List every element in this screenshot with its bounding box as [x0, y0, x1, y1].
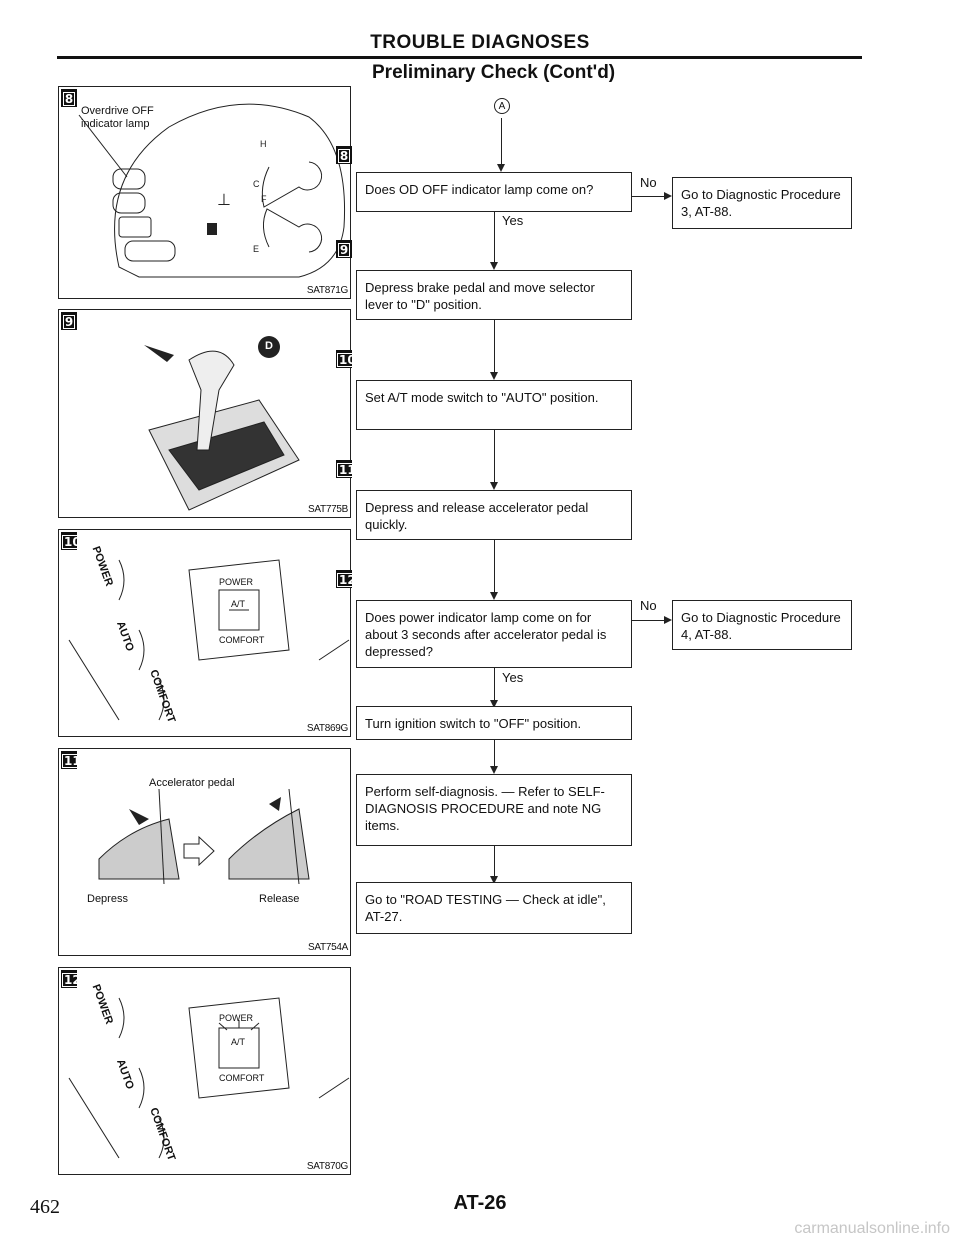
flow-connector [494, 846, 495, 876]
no-target-2: Go to Diagnostic Procedure 4, AT-88. [672, 600, 852, 650]
switch-at-label: A/T [231, 599, 246, 609]
flow-arrow-down [490, 876, 498, 884]
flow-connector [494, 430, 495, 482]
switch-power-label: POWER [219, 577, 254, 587]
yes-label: Yes [502, 213, 524, 228]
svg-text:H: H [260, 139, 267, 149]
figure-code: SAT754A [308, 942, 348, 953]
depress-label: Depress [87, 893, 128, 905]
svg-text:C: C [253, 179, 260, 189]
illustration-panel-8: ⊥ H C F E 8 Overdrive OFF indicator lamp… [58, 86, 351, 299]
figure-code: SAT870G [306, 1161, 348, 1172]
no-label: No [640, 598, 657, 613]
switch-power-label: POWER [219, 1013, 254, 1023]
accelerator-pedal-label: Accelerator pedal [149, 777, 235, 789]
flow-step-11-badge: 11 [336, 460, 358, 478]
svg-text:⊥: ⊥ [217, 190, 231, 209]
drive-position-label: D [265, 340, 273, 352]
flow-step-10: Set A/T mode switch to "AUTO" position. [356, 380, 632, 430]
svg-text:F: F [261, 194, 267, 204]
step-10-badge: 10 [61, 532, 83, 550]
step-12-badge: 12 [61, 970, 83, 988]
accelerator-pedal-illustration [98, 788, 310, 885]
section-page-number: AT-26 [453, 1192, 507, 1214]
switch-comfort-label: COMFORT [219, 635, 265, 645]
page-title: TROUBLE DIAGNOSES [370, 32, 590, 53]
flow-connector [494, 212, 495, 262]
yes-label: Yes [502, 670, 524, 685]
figure-code: SAT869G [306, 723, 348, 734]
flow-connector [501, 118, 502, 164]
svg-text:E: E [253, 244, 259, 254]
switch-comfort-label: COMFORT [219, 1073, 265, 1083]
flow-step-9-badge: 9 [336, 240, 352, 258]
figure-code: SAT871G [306, 285, 348, 296]
flow-connector [494, 668, 495, 700]
flow-step-11: Depress and release accelerator pedal qu… [356, 490, 632, 540]
flow-connector [494, 740, 495, 766]
step-11-badge: 11 [61, 751, 83, 769]
step-9-badge: 9 [61, 312, 77, 330]
flow-connector [632, 196, 666, 197]
connector-a-symbol: A [494, 98, 510, 114]
flow-arrow-down [490, 592, 498, 600]
page-subtitle: Preliminary Check (Cont'd) [372, 62, 616, 83]
mode-switch-illustration [68, 559, 350, 721]
step-8-badge: 8 [61, 89, 77, 107]
selector-lever-illustration [144, 336, 300, 511]
switch-at-label: A/T [231, 1037, 246, 1047]
title-rule [57, 56, 862, 59]
no-target-1: Go to Diagnostic Procedure 3, AT-88. [672, 177, 852, 229]
illustration-panel-12: 12 POWER AUTO COMFORT POWER A/T COMFORT … [58, 967, 351, 1175]
flow-arrow-right [664, 192, 672, 200]
flow-arrow-down [497, 164, 505, 172]
flow-step-road-testing: Go to "ROAD TESTING — Check at idle", AT… [356, 882, 632, 934]
flow-connector [632, 620, 666, 621]
flow-arrow-down [490, 766, 498, 774]
flow-arrow-down [490, 482, 498, 490]
overdrive-off-label: Overdrive OFF [81, 105, 154, 117]
flow-connector [494, 540, 495, 592]
figure-code: SAT775B [308, 504, 348, 515]
flow-arrow-down [490, 372, 498, 380]
flow-step-self-diagnosis: Perform self-diagnosis. — Refer to SELF-… [356, 774, 632, 846]
flow-arrow-down [490, 700, 498, 708]
book-page-number: 462 [30, 1196, 60, 1218]
illustration-panel-9: 9 D SAT775B [58, 309, 351, 518]
flow-step-12-badge: 12 [336, 570, 358, 588]
power-indicator-illustration [68, 997, 350, 1159]
flow-step-8-badge: 8 [336, 146, 352, 164]
flow-step-10-badge: 10 [336, 350, 358, 368]
watermark: carmanualsonline.info [794, 1220, 950, 1237]
flow-step-ignition-off: Turn ignition switch to "OFF" position. [356, 706, 632, 740]
flow-step-8: Does OD OFF indicator lamp come on? [356, 172, 632, 212]
illustration-panel-10: 10 POWER AUTO COMFORT POWER A/T COMFORT … [58, 529, 351, 737]
flow-step-12: Does power indicator lamp come on for ab… [356, 600, 632, 668]
flow-connector [494, 320, 495, 372]
release-label: Release [259, 893, 300, 905]
flow-step-9: Depress brake pedal and move selector le… [356, 270, 632, 320]
flow-arrow-right [664, 616, 672, 624]
illustration-panel-11: 11 Accelerator pedal Depress Release SAT… [58, 748, 351, 956]
flow-arrow-down [490, 262, 498, 270]
indicator-lamp-label: indicator lamp [81, 118, 150, 130]
no-label: No [640, 175, 657, 190]
